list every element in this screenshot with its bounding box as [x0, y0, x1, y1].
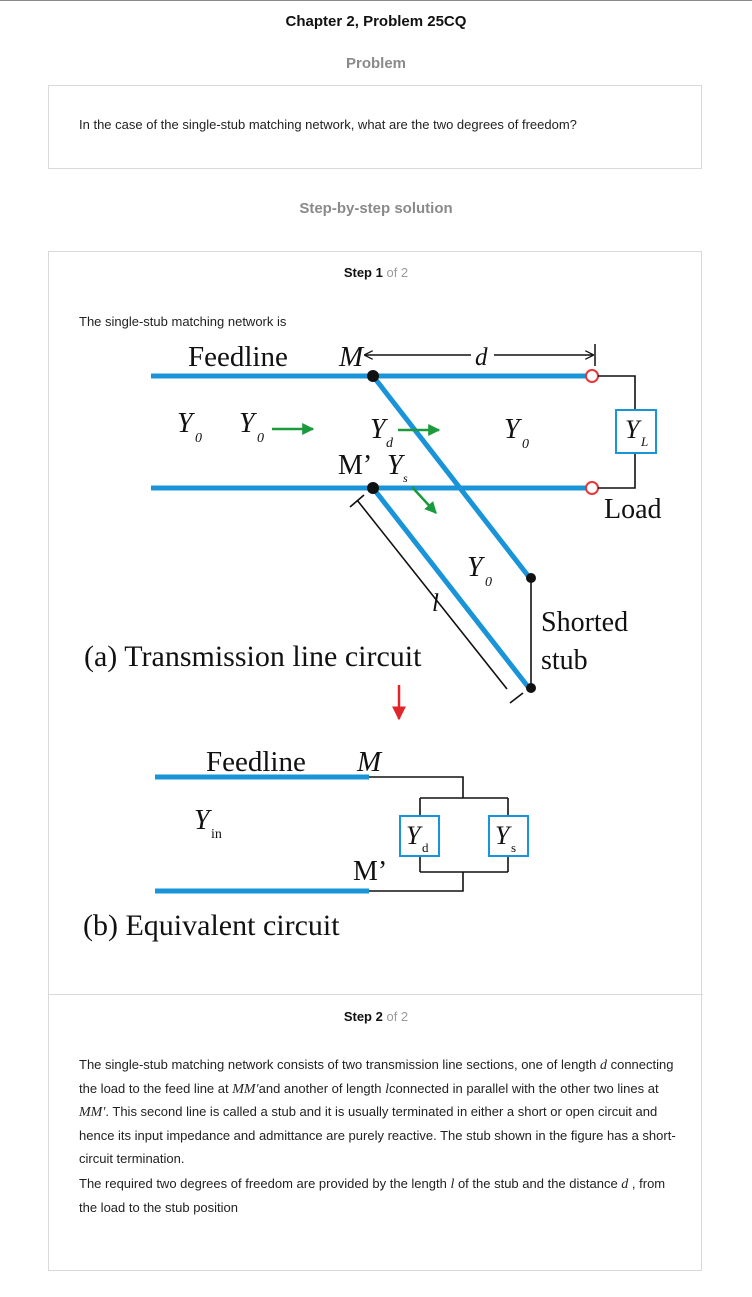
top-border	[0, 0, 752, 1]
eq-wire-top	[369, 776, 464, 798]
eq-ys-y: Y	[495, 821, 512, 850]
eq-ys-box	[488, 815, 529, 857]
load-wire-bottom	[598, 453, 636, 489]
eq-yd-y: Y	[406, 821, 423, 850]
load-admittance-y: Y	[625, 415, 642, 444]
length-l-tick-top	[349, 494, 365, 508]
var-mm-prime: MM′	[232, 1081, 259, 1097]
load-wire-top	[598, 375, 636, 410]
step-2-paragraph-1: The single-stub matching network consist…	[79, 1054, 679, 1171]
para2-text-3: , from the load to the stub position	[79, 1176, 666, 1215]
para1-text-3: and another of length	[258, 1080, 386, 1096]
eq-yin-y: Y	[194, 805, 213, 836]
stub-label: stub	[541, 645, 588, 676]
step-2-of: of 2	[386, 1009, 409, 1024]
y0-stub-sub: 0	[485, 575, 492, 590]
load-label: Load	[604, 494, 662, 525]
y0-stub-y: Y	[467, 552, 486, 583]
problem-text: In the case of the single-stub matching …	[79, 117, 577, 132]
point-m-label: M	[338, 341, 365, 373]
y0-right-sub: 0	[522, 437, 529, 452]
y0-right-y: Y	[504, 414, 523, 445]
var-l-2: l	[450, 1177, 455, 1192]
para1-text-1: The single-stub matching network consist…	[79, 1057, 600, 1072]
step-1-of: of 2	[386, 265, 409, 280]
eq-yd-box	[399, 815, 440, 857]
eq-mprime-label: M’	[353, 856, 387, 887]
load-terminal-top	[585, 369, 599, 383]
step-1-intro: The single-stub matching network is	[79, 314, 287, 329]
para1-text-4: connected in parallel with the other two…	[389, 1080, 659, 1096]
load-admittance-sub: L	[640, 434, 648, 449]
equivalent-circuit: Feedline M Y d Y s Y in M’ (b) Equivalen…	[83, 746, 529, 942]
eq-feedline-label: Feedline	[206, 746, 306, 778]
eq-ys-sub: s	[511, 840, 516, 855]
page-title: Chapter 2, Problem 25CQ	[285, 13, 467, 30]
ys-sub: s	[403, 471, 408, 485]
step-1-number: Step 1	[343, 265, 383, 280]
yd-sub: d	[386, 436, 394, 451]
eq-wire-bottom	[369, 872, 464, 892]
ys-y: Y	[387, 450, 406, 481]
var-mm-prime-2: MM′	[79, 1105, 106, 1121]
y0-input-sub: 0	[257, 431, 264, 446]
length-l-label: l	[432, 590, 439, 617]
para1-text-2: connecting the load to the feed line at	[79, 1057, 674, 1096]
eq-yd-sub: d	[422, 840, 429, 855]
y0-char-impedance-y: Y	[177, 408, 196, 439]
shorted-label: Shorted	[541, 607, 628, 638]
junction-mprime-dot	[367, 482, 379, 494]
step-1-label: Step 1 of 2	[49, 265, 703, 280]
ys-green-arrow	[411, 486, 437, 514]
caption-a: (a) Transmission line circuit	[84, 640, 422, 673]
eq-point-m-label: M	[356, 746, 383, 778]
feedline-label: Feedline	[188, 341, 288, 373]
distance-d-label: d	[475, 344, 488, 371]
problem-heading: Problem	[345, 55, 406, 72]
para2-text-2: of the stub and the distance	[454, 1176, 622, 1191]
problem-box: In the case of the single-stub matching …	[48, 85, 702, 169]
para1-text-5: . This second line is called a stub and …	[79, 1104, 676, 1166]
yd-y: Y	[370, 414, 389, 445]
var-d: d	[599, 1058, 607, 1073]
y0-input-y: Y	[239, 408, 258, 439]
solution-box: Step 1 of 2 The single-stub matching net…	[48, 251, 703, 1271]
junction-m-dot	[367, 370, 379, 382]
transmission-line-circuit: Feedline M d l Y L	[84, 341, 662, 704]
caption-b: (b) Equivalent circuit	[83, 909, 340, 942]
stub-line-upper	[371, 374, 531, 579]
length-l-tick-bottom	[509, 692, 524, 704]
step-2-number: Step 2	[343, 1009, 383, 1024]
solution-heading: Step-by-step solution	[299, 200, 453, 217]
length-l-bracket	[356, 499, 508, 690]
load-admittance-box	[615, 409, 657, 454]
eq-yin-sub: in	[211, 827, 222, 842]
var-d-2: d	[621, 1177, 629, 1192]
y0-char-impedance-sub: 0	[195, 431, 202, 446]
step-divider	[49, 994, 703, 995]
mprime-label: M’	[338, 450, 372, 481]
stub-line-lower	[371, 486, 531, 690]
para2-text-1: The required two degrees of freedom are …	[79, 1176, 451, 1191]
var-l: l	[385, 1081, 390, 1097]
step-2-paragraph-2: The required two degrees of freedom are …	[79, 1173, 679, 1219]
step-2-label: Step 2 of 2	[49, 1009, 703, 1024]
load-terminal-bottom	[585, 481, 599, 495]
